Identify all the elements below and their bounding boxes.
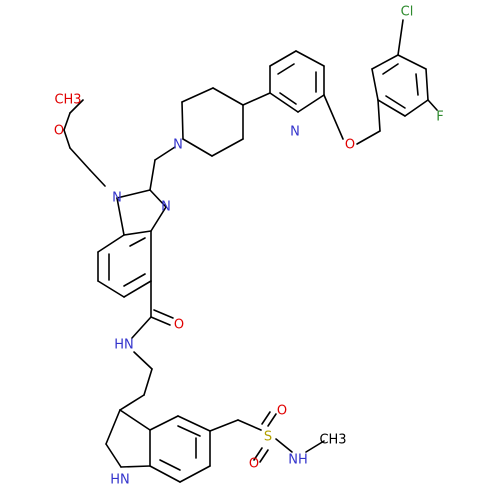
atom-label-benzimidazole-n1: N bbox=[112, 191, 122, 206]
methoxy-bond bbox=[63, 112, 71, 131]
aromatic-inner-bond bbox=[177, 425, 201, 437]
atom-label-piperidine-n: N bbox=[173, 138, 183, 153]
sulfonyl-double-bond bbox=[261, 411, 271, 425]
indole-pyrrole-ring-bond bbox=[105, 443, 122, 468]
aromatic-inner-bond bbox=[123, 273, 146, 287]
pyridine-ring-bond bbox=[269, 50, 297, 67]
halophenyl-ring-bond bbox=[371, 68, 379, 101]
pyridine-ring-bond bbox=[295, 50, 325, 67]
sulfonyl-double-bond bbox=[259, 449, 269, 463]
piperidine-ring-bond bbox=[212, 87, 244, 106]
methoxy-bond bbox=[69, 99, 84, 114]
carbonyl-double-bond bbox=[153, 309, 174, 319]
atom-label-sulfonyl-o-top: O bbox=[277, 404, 287, 419]
n-methyl-bond bbox=[305, 440, 325, 453]
halophenyl-ring-bond bbox=[371, 54, 399, 70]
sulfonyl-double-bond bbox=[253, 447, 263, 461]
atom-label-ether-o: O bbox=[54, 124, 64, 139]
aromatic-inner-bond bbox=[415, 73, 419, 96]
benzimidazole-imidazole-ring-bond bbox=[116, 197, 125, 236]
aromatic-inner-bond bbox=[129, 237, 146, 247]
aromatic-inner-bond bbox=[159, 459, 181, 471]
atom-label-pyridine-n: N bbox=[290, 125, 300, 140]
pyridine-ether-bond bbox=[323, 94, 344, 140]
carbonyl-double-bond bbox=[150, 316, 171, 326]
indole-pyrrole-ring-bond bbox=[120, 465, 151, 468]
aromatic-inner-bond bbox=[385, 95, 406, 109]
atom-label-ch3-top: CH3 bbox=[54, 93, 81, 108]
atom-label-chloro: Cl bbox=[401, 5, 414, 20]
benzimidazole-imidazole-ring-bond bbox=[116, 189, 151, 199]
halophenyl-ring-bond bbox=[377, 99, 406, 117]
indole-benzene-ring-bond bbox=[149, 465, 181, 483]
halophenyl-ring-bond bbox=[425, 68, 429, 101]
benzimidazole-imidazole-ring-bond bbox=[123, 230, 152, 236]
ethyl-linker-bond bbox=[89, 169, 106, 187]
aromatic-inner-bond bbox=[279, 92, 297, 105]
aromatic-inner-bond bbox=[382, 63, 399, 75]
benzimidazole-imidazole-ring-bond bbox=[150, 206, 167, 232]
piperidine-ring-bond bbox=[182, 138, 213, 157]
benzyl-ether-bond bbox=[356, 130, 381, 145]
amide-bond bbox=[131, 316, 152, 339]
ethyl-linker-bond bbox=[69, 147, 91, 171]
atom-label-benzimidazole-n3: N bbox=[161, 200, 171, 215]
sulfonamide-bond bbox=[275, 438, 293, 453]
aryl-chloro-bond bbox=[397, 19, 404, 56]
atom-label-benzyl-o: O bbox=[345, 138, 355, 153]
benzimidazole-benzene-ring-bond bbox=[97, 280, 125, 298]
atom-label-sulfonamide-nh: NH bbox=[288, 453, 308, 468]
methylene-piperidine-bond bbox=[154, 146, 176, 161]
atom-labels: CH3 O N N N N O Cl F O HN HN S O O NH CH… bbox=[54, 5, 444, 488]
atom-label-indole-nh: HN bbox=[110, 473, 130, 488]
atom-label-sulfonyl-s: S bbox=[264, 430, 272, 445]
piperidine-ring-bond bbox=[181, 87, 214, 103]
benzimidazole-benzene-ring-bond bbox=[97, 234, 125, 253]
indole-benzene-ring-bond bbox=[179, 465, 211, 483]
sulfonyl-double-bond bbox=[267, 413, 277, 427]
piperidine-ring-bond bbox=[211, 138, 244, 157]
atom-label-ch3-bottom: CH3 bbox=[319, 433, 346, 448]
benzyl-sulfonyl-bond bbox=[209, 419, 239, 432]
indole-pyrrole-ring-bond bbox=[119, 409, 151, 431]
methylene-piperidine-bond bbox=[149, 159, 156, 191]
indole-benzene-ring-bond bbox=[177, 415, 211, 432]
atom-label-sulfonyl-o-bottom: O bbox=[249, 457, 259, 472]
aryl-fluoro-bond bbox=[427, 99, 438, 111]
indole-pyrrole-ring-bond bbox=[105, 409, 121, 445]
indole-benzene-ring-bond bbox=[149, 415, 179, 431]
piperidine-pyridine-bond bbox=[242, 92, 271, 106]
atom-label-amide-nh: HN bbox=[114, 338, 134, 353]
aromatic-inner-bond bbox=[277, 63, 295, 75]
ethyl-linker-bond bbox=[143, 368, 153, 396]
piperidine-ring-bond bbox=[181, 101, 184, 140]
atom-label-fluoro: F bbox=[436, 110, 443, 125]
benzimidazole-imidazole-ring-bond bbox=[149, 189, 167, 208]
benzyl-ether-bond bbox=[377, 99, 381, 132]
pyridine-ring-bond bbox=[269, 92, 299, 113]
ethyl-linker-bond bbox=[119, 394, 145, 411]
pyridine-ring-bond bbox=[297, 94, 325, 113]
bond-lines bbox=[63, 19, 438, 483]
ethyl-linker-bond bbox=[63, 129, 71, 149]
benzimidazole-benzene-ring-bond bbox=[123, 280, 152, 298]
halophenyl-ring-bond bbox=[404, 99, 429, 117]
ethyl-linker-bond bbox=[133, 351, 153, 370]
benzyl-sulfonyl-bond bbox=[237, 419, 262, 431]
atom-label-carbonyl-o: O bbox=[174, 318, 184, 333]
halophenyl-ring-bond bbox=[397, 54, 427, 70]
